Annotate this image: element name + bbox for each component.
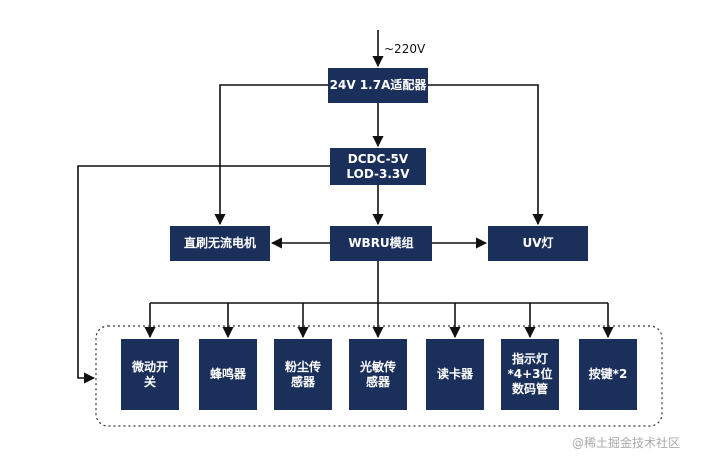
adapter-to-motor-line [214,84,328,226]
node-dcdc: DCDC-5V LOD-3.3V [330,148,426,185]
node-light-sensor: 光敏传 感器 [349,339,407,410]
watermark: @稀土掘金技术社区 [572,436,681,450]
node-adapter: 24V 1.7A适配器 [328,68,428,103]
node-wbru: WBRU模组 [330,226,432,261]
peripheral-group-border [95,325,663,427]
dcdc-to-group-line [77,165,330,384]
node-card-reader: 读卡器 [426,339,484,410]
node-uv: UV灯 [488,226,588,261]
node-keys: 按键*2 [579,339,637,410]
node-switch: 微动开 关 [121,339,179,410]
node-indicator: 指示灯 *4+3位 数码管 [501,339,559,410]
node-buzzer: 蜂鸣器 [199,339,257,410]
input-voltage-label: ~220V [384,42,426,56]
node-dust-sensor: 粉尘传 感器 [274,339,332,410]
node-motor: 直刷无流电机 [170,226,270,261]
adapter-to-uv-line [428,84,544,226]
